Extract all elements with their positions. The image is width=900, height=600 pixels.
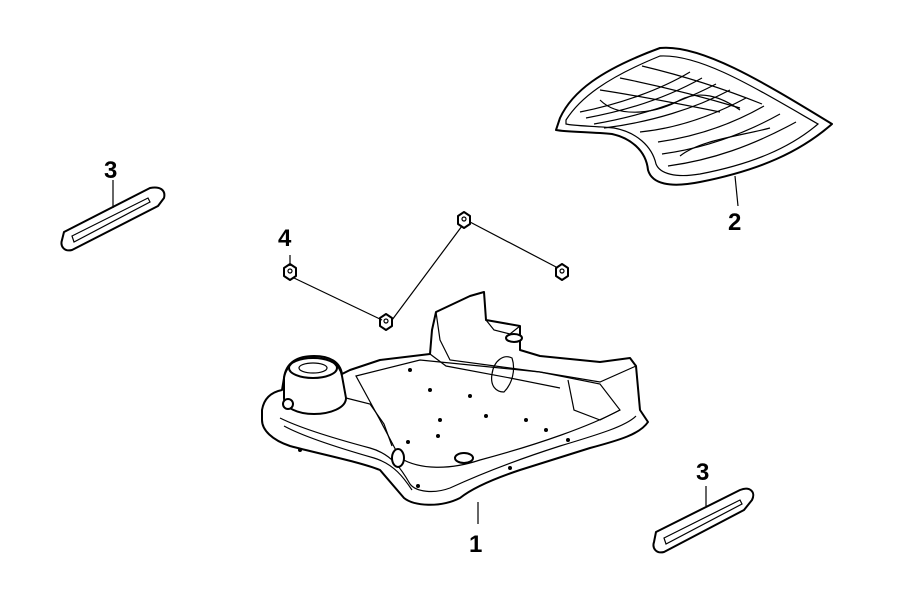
callout-3-right: 3 (696, 459, 709, 486)
nut-c (379, 313, 393, 331)
nut-leaders (289, 221, 559, 321)
floor-mat (555, 46, 833, 186)
nut-b (457, 211, 471, 229)
panel-holes (298, 368, 570, 488)
leader-2 (734, 175, 739, 207)
nut-d (555, 263, 569, 281)
floor-panel (261, 291, 649, 506)
mat-grating (579, 65, 797, 167)
callout-1: 1 (469, 531, 482, 558)
trim-strip-right (652, 487, 755, 554)
callout-2: 2 (728, 209, 741, 236)
nuts (283, 211, 569, 331)
trim-strip-left (60, 186, 166, 252)
callout-4: 4 (278, 225, 292, 252)
callout-3-left: 3 (104, 157, 117, 184)
